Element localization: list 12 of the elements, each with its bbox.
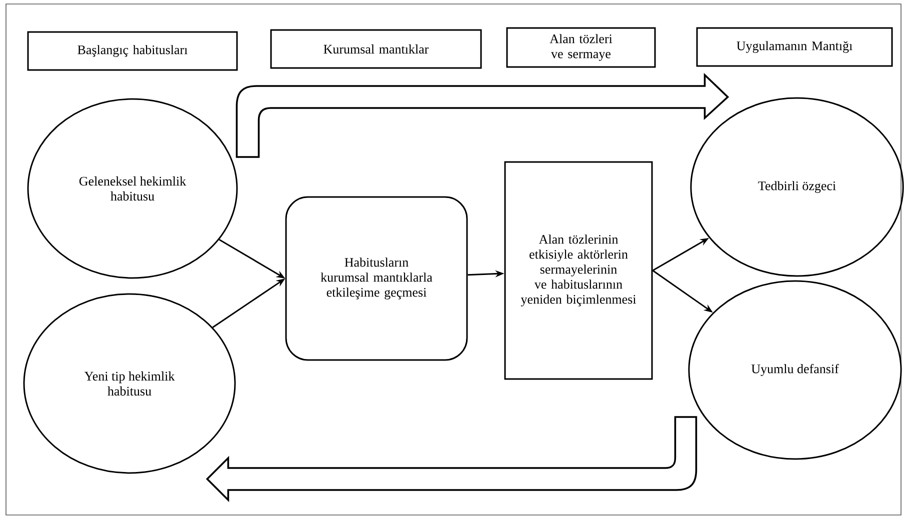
process-box: Alan tözlerinin etkisiyle aktörlerin sermayelerinin ve habituslarının yeniden biçimlenmesi xyxy=(504,161,653,380)
process-box: Habitusların kurumsal mantıklarla etkileşime geçmesi xyxy=(285,196,468,361)
block-arrow xyxy=(206,416,698,501)
ellipse-node: Geleneksel hekimlik habitusu xyxy=(27,98,238,279)
ellipse-node: Tedbirli özgeci xyxy=(690,97,904,277)
header-box: Uygulamanın Mantığı xyxy=(696,27,893,67)
block-arrow xyxy=(236,74,729,158)
header-box: Başlangıç habitusları xyxy=(27,31,238,71)
ellipse-node: Uyumlu defansif xyxy=(688,280,902,460)
header-box: Alan tözleri ve sermaye xyxy=(506,27,656,68)
header-box: Kurumsal mantıklar xyxy=(270,29,482,69)
ellipse-node: Yeni tip hekimlik habitusu xyxy=(23,293,236,474)
